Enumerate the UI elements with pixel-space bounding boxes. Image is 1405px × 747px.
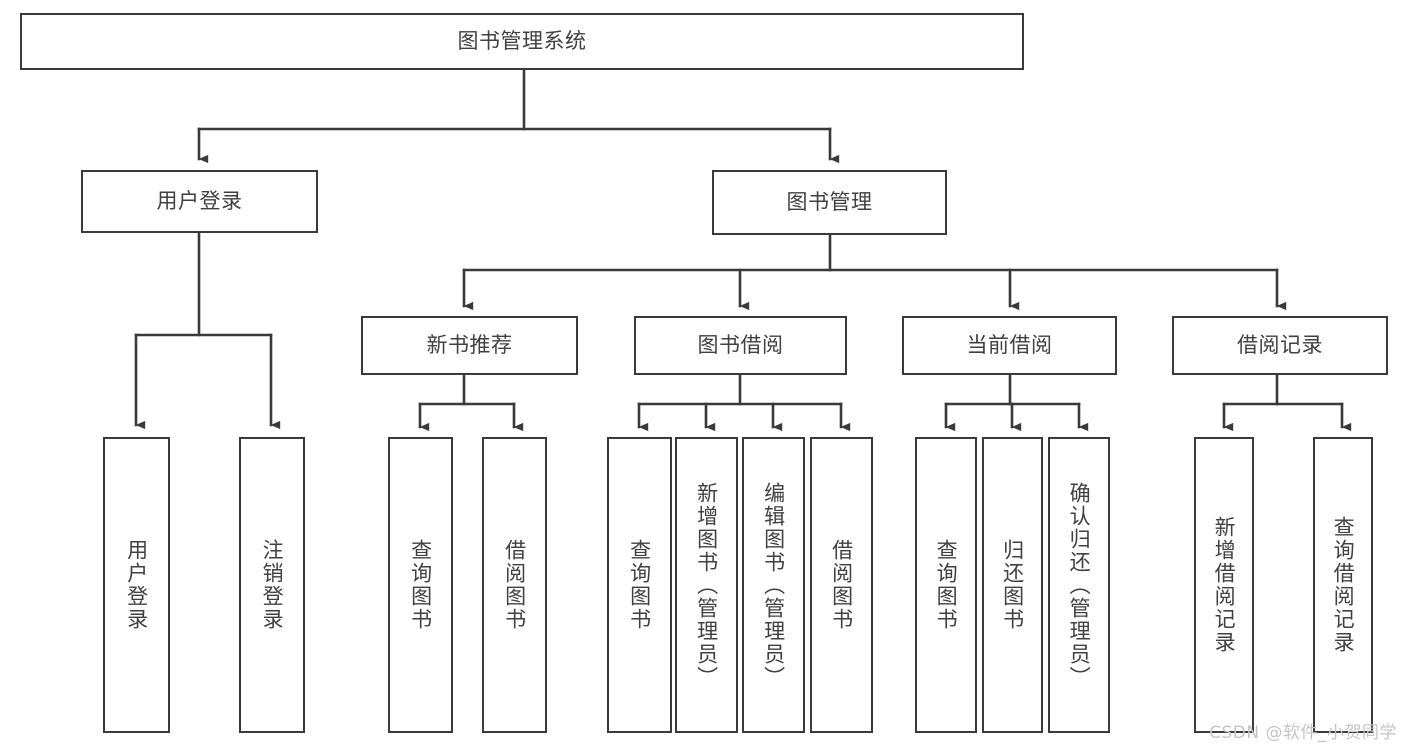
leaf-book-borrow-2-label: 新增图书（管理员） [694,481,719,689]
leaf-book-borrow-3-label: 编辑图书（管理员） [761,481,786,689]
node-root-system[interactable]: 图书管理系统 [20,13,1024,70]
watermark-credit: CSDN @软件_小贺同学 [1209,723,1397,743]
leaf-book-borrow-4-label: 借阅图书 [829,539,854,631]
leaf-borrow-record-2-label: 查询借阅记录 [1331,516,1356,654]
leaf-new-book-recommend-1[interactable]: 查询图书 [388,437,453,733]
node-book-borrow[interactable]: 图书借阅 [634,316,847,375]
leaf-current-borrow-1[interactable]: 查询图书 [915,437,977,733]
node-new-book-recommend[interactable]: 新书推荐 [361,316,578,375]
leaf-book-borrow-1[interactable]: 查询图书 [607,437,672,733]
leaf-borrow-record-1-label: 新增借阅记录 [1212,516,1237,654]
leaf-new-book-recommend-2[interactable]: 借阅图书 [482,437,547,733]
leaf-book-borrow-3[interactable]: 编辑图书（管理员） [742,437,805,733]
node-borrow-record[interactable]: 借阅记录 [1172,316,1388,375]
node-book-manage[interactable]: 图书管理 [712,170,947,235]
node-root-system-label: 图书管理系统 [457,29,587,54]
leaf-user-login-2[interactable]: 注销登录 [239,437,305,733]
node-new-book-recommend-label: 新书推荐 [426,333,513,358]
node-book-borrow-label: 图书借阅 [697,333,784,358]
leaf-borrow-record-1[interactable]: 新增借阅记录 [1194,437,1254,733]
leaf-current-borrow-3[interactable]: 确认归还（管理员） [1048,437,1110,733]
leaf-book-borrow-2[interactable]: 新增图书（管理员） [675,437,738,733]
leaf-new-book-recommend-2-label: 借阅图书 [502,539,527,631]
leaf-book-borrow-1-label: 查询图书 [627,539,652,631]
leaf-user-login-2-label: 注销登录 [260,539,285,631]
node-user-login[interactable]: 用户登录 [81,170,318,233]
leaf-user-login-1-label: 用户登录 [124,539,149,631]
leaf-current-borrow-2[interactable]: 归还图书 [982,437,1043,733]
leaf-user-login-1[interactable]: 用户登录 [103,437,170,733]
leaf-book-borrow-4[interactable]: 借阅图书 [810,437,873,733]
node-book-manage-label: 图书管理 [786,190,873,215]
node-current-borrow[interactable]: 当前借阅 [902,316,1117,375]
leaf-borrow-record-2[interactable]: 查询借阅记录 [1313,437,1373,733]
node-current-borrow-label: 当前借阅 [966,333,1053,358]
node-borrow-record-label: 借阅记录 [1237,333,1323,358]
node-user-login-label: 用户登录 [156,189,243,214]
leaf-current-borrow-3-label: 确认归还（管理员） [1067,481,1092,689]
leaf-current-borrow-1-label: 查询图书 [934,539,959,631]
leaf-new-book-recommend-1-label: 查询图书 [408,539,433,631]
leaf-current-borrow-2-label: 归还图书 [1000,539,1025,631]
